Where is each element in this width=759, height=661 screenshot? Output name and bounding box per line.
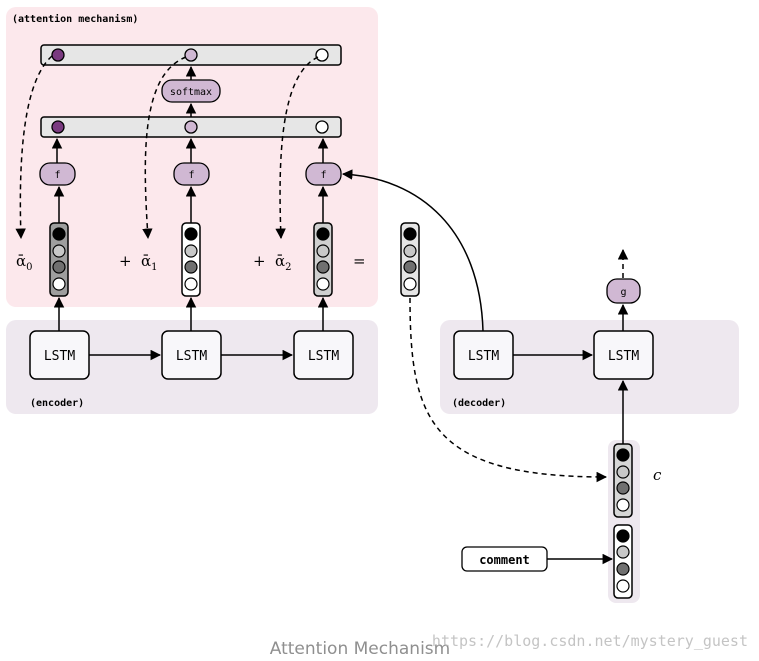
decoder-lstm-0-label: LSTM [468,349,499,364]
alpha-1: ᾱ1 [141,252,158,273]
encoder-hidden-1 [181,222,201,297]
watermark: https://blog.csdn.net/mystery_guest [432,632,748,650]
equals-sign: = [353,252,366,270]
encoder-hidden-0 [49,222,69,297]
f-node-1-label: f [188,170,194,181]
plus-2: + [253,252,266,270]
dashed-arrows [15,55,629,483]
encoder-region-label: (encoder) [30,398,84,409]
attention-region-label: (attention mechanism) [12,13,138,25]
decoder-region-label: (decoder) [452,398,506,409]
encoder-lstm-2-label: LSTM [308,349,339,364]
encoder-hidden-2 [313,222,333,297]
solid-arrows [51,65,629,565]
score-dot-0 [51,120,65,134]
context-vector [613,443,633,518]
score-dot-2 [315,120,329,134]
weighted-sum-vector [400,222,420,297]
alpha-2: ᾱ2 [275,252,292,273]
f-node-2-label: f [320,170,326,181]
g-node [606,278,641,304]
weight-dot-0 [51,48,65,62]
comment-label: comment [479,553,530,567]
decoder-region [440,320,739,414]
plus-1: + [119,252,132,270]
context-label: c [653,466,662,484]
encoder-lstm-0-label: LSTM [44,349,75,364]
comment-embedding-vector [613,524,633,599]
weight-dot-1 [184,48,198,62]
decoder-lstm-1-label: LSTM [608,349,639,364]
f-node-0-label: f [54,170,60,181]
figure-caption: Attention Mechanism [270,639,450,659]
score-dot-1 [184,120,198,134]
alpha-0: ᾱ0 [16,252,33,273]
weight-dot-2 [315,48,329,62]
softmax-label: softmax [170,87,212,98]
encoder-lstm-1-label: LSTM [176,349,207,364]
g-node-label: g [620,287,626,298]
